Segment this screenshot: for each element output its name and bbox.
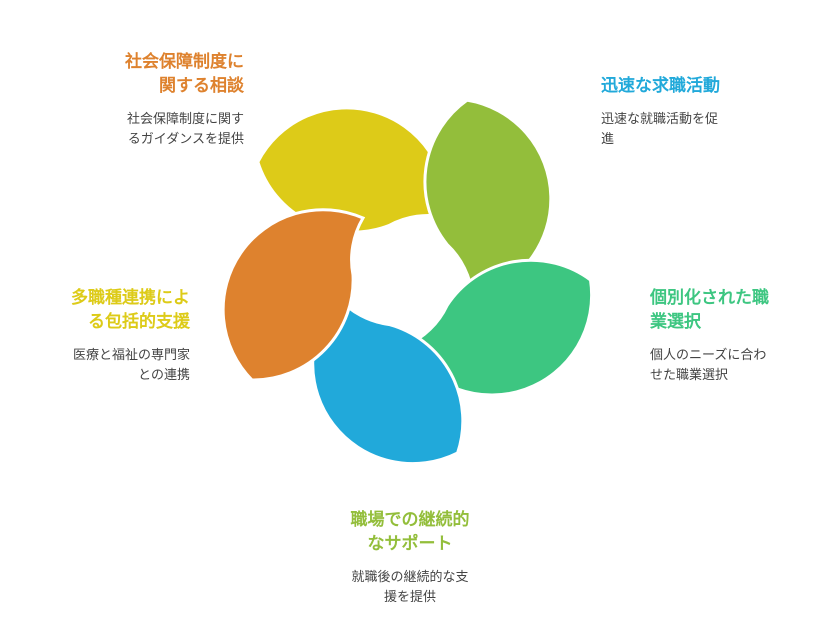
section-social-security: 社会保障制度に 関する相談 社会保障制度に関す るガイダンスを提供 <box>34 50 244 150</box>
section-description: 社会保障制度に関す るガイダンスを提供 <box>126 112 244 147</box>
section-title: 迅速な求職活動 <box>601 76 720 96</box>
section-title: 社会保障制度に 関する相談 <box>125 52 244 96</box>
section-description: 医療と福祉の専門家 との連携 <box>72 348 190 383</box>
section-job-search: 迅速な求職活動 迅速な就職活動を促 進 <box>601 74 811 150</box>
section-title: 個別化された職 業選択 <box>650 288 769 332</box>
section-description: 迅速な就職活動を促 進 <box>601 112 719 147</box>
section-description: 就職後の継続的な支 援を提供 <box>351 570 469 605</box>
section-title: 多職種連携によ る包括的支援 <box>71 288 190 332</box>
petal-group <box>221 98 594 466</box>
section-collaboration: 多職種連携によ る包括的支援 医療と福祉の専門家 との連携 <box>10 286 190 386</box>
section-workplace-support: 職場での継続的 なサポート 就職後の継続的な支 援を提供 <box>320 508 500 608</box>
section-title: 職場での継続的 なサポート <box>350 510 470 554</box>
section-description: 個人のニーズに合わ せた職業選択 <box>650 348 767 383</box>
section-career-choice: 個別化された職 業選択 個人のニーズに合わ せた職業選択 <box>650 286 830 386</box>
petal-orange <box>221 208 366 382</box>
